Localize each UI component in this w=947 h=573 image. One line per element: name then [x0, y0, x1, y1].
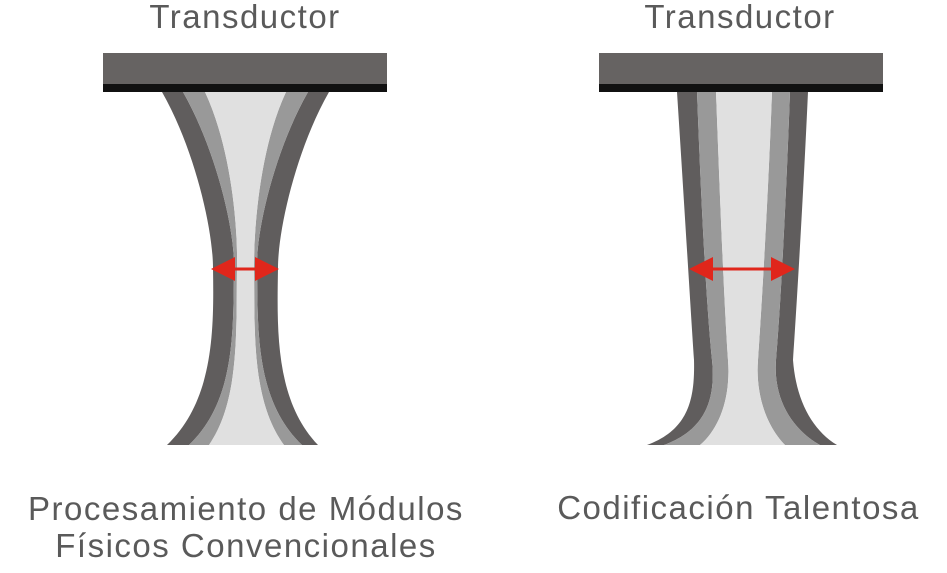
left-transducer-base	[103, 84, 387, 92]
left-transducer-label: Transductor	[149, 0, 341, 35]
left-inner-wall-left	[183, 92, 238, 445]
right-transducer-plate	[599, 53, 883, 84]
left-outer-wall-left	[162, 92, 235, 445]
right-transducer-label: Transductor	[644, 0, 836, 35]
left-caption: Procesamiento de Módulos Físicos Convenc…	[0, 490, 492, 565]
right-outer-wall-right	[775, 92, 837, 445]
right-diagram	[599, 53, 883, 445]
right-caption-line-1: Codificación Talentosa	[557, 489, 920, 526]
left-caption-line-2: Físicos Convencionales	[55, 526, 437, 564]
left-diagram	[103, 53, 387, 445]
right-caption: Codificación Talentosa	[530, 491, 947, 524]
left-transducer-plate	[103, 53, 387, 84]
right-transducer-base	[599, 84, 883, 92]
right-inner-wall-right	[757, 92, 820, 445]
left-outer-wall-right	[256, 92, 329, 445]
left-inner-wall-right	[254, 92, 308, 445]
right-outer-wall-left	[647, 92, 713, 445]
right-inner-wall-left	[664, 92, 729, 445]
left-caption-line-1: Procesamiento de Módulos	[28, 490, 464, 527]
